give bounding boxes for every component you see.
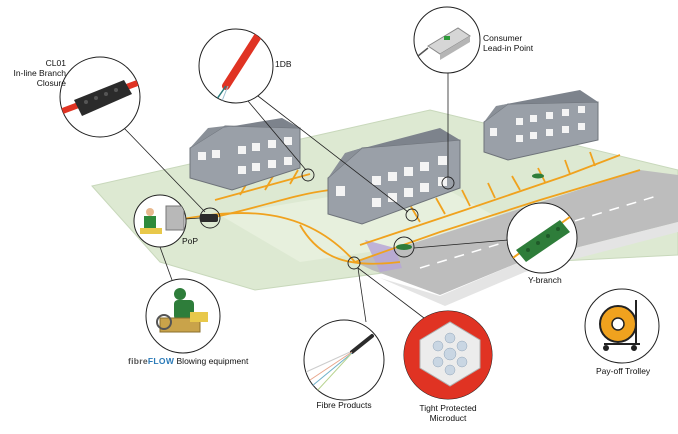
label-microduct: Tight Protected Microduct	[419, 403, 477, 423]
scene-ybranch	[396, 244, 412, 250]
house-terrace-left	[189, 118, 301, 191]
fibre-bundle-icon	[303, 319, 385, 401]
microduct-cross-section-icon	[403, 310, 493, 400]
pop-cabinet-icon	[133, 194, 187, 248]
house-terrace-right	[483, 90, 599, 161]
payoff-trolley-icon	[584, 288, 660, 364]
label-fibre-products: Fibre Products	[316, 400, 372, 410]
y-branch-icon	[506, 202, 578, 274]
scene-ybranch-2	[532, 173, 544, 179]
blowing-text: Blowing equipment	[176, 356, 249, 366]
drop-cable-icon	[198, 28, 274, 104]
scene-closure	[200, 214, 218, 222]
leader-lines	[123, 73, 509, 323]
inline-closure-icon	[59, 56, 141, 138]
lead-in-box-icon	[413, 6, 481, 74]
label-cl01: CL01 In-line Branch Closure	[13, 58, 66, 88]
road-marking	[419, 194, 661, 269]
label-pop: PoP	[182, 236, 199, 246]
label-payoff-trolley: Pay-off Trolley	[596, 366, 651, 376]
brand-fibre: fibre	[128, 356, 148, 366]
brand-flow: FLOW	[147, 356, 175, 366]
label-consumer-lead-in: Consumer Lead-in Point	[483, 33, 534, 53]
house-terrace-middle	[327, 128, 461, 225]
label-y-branch: Y-branch	[528, 275, 562, 285]
label-blowing-equipment: fibreFLOW Blowing equipment	[128, 356, 248, 366]
label-1db: 1DB	[275, 59, 292, 69]
blowing-machine-icon	[145, 278, 221, 354]
